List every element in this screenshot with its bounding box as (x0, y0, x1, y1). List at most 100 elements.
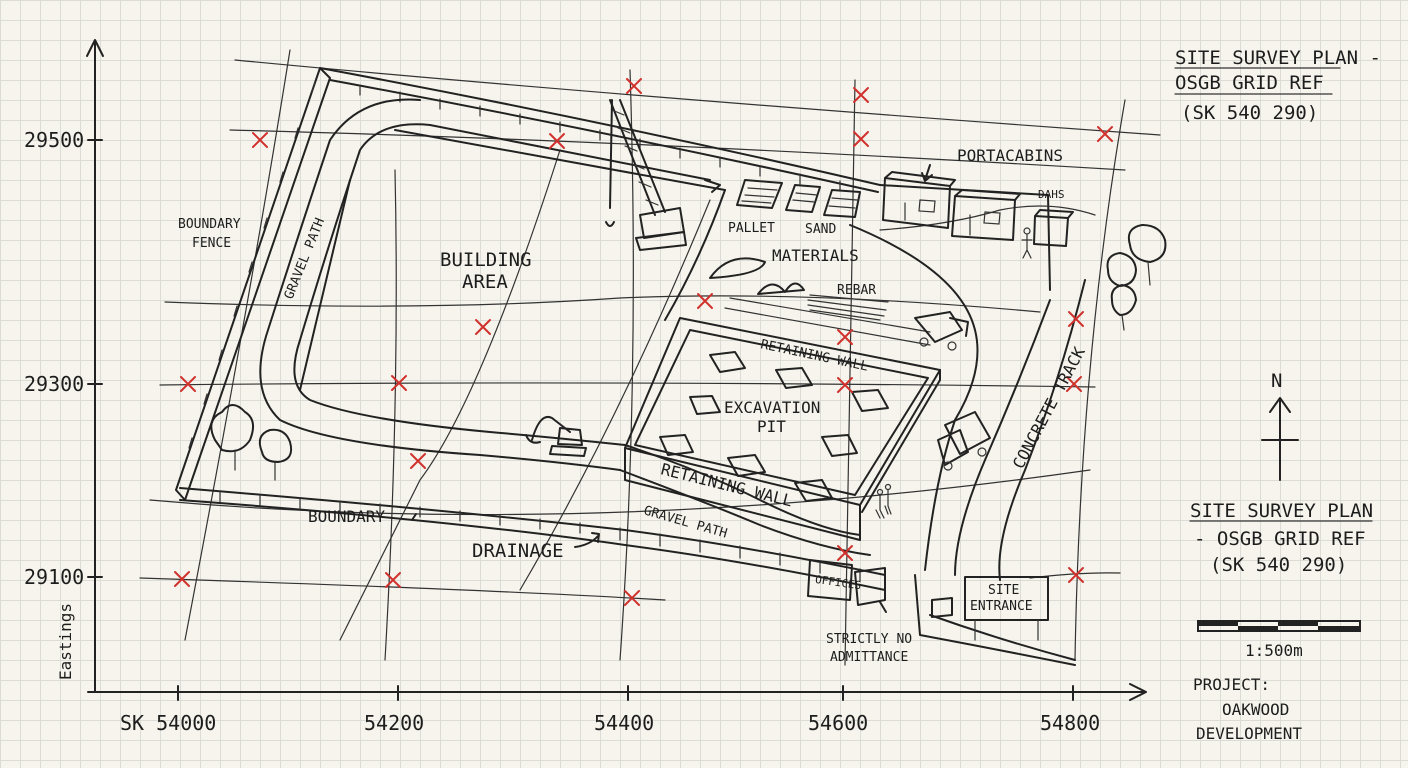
grid-line (234, 59, 1161, 136)
y-tick-label: 29100 (24, 565, 84, 589)
concrete-track-edge (954, 299, 1051, 576)
concrete-track-edge (998, 279, 1086, 581)
warning-sign (931, 597, 953, 618)
tower-crane-icon (605, 99, 687, 251)
y-axis-label: Eastings (56, 603, 75, 680)
rebar-label: REBAR (837, 283, 876, 298)
survey-marker-icon (1068, 567, 1084, 583)
site-entrance-sign (964, 576, 1049, 621)
site-hut-icon (1033, 209, 1074, 247)
survey-markers (174, 78, 1113, 606)
site-roads (849, 205, 1096, 581)
survey-marker-icon (697, 293, 713, 309)
title-block-top: SITE SURVEY PLAN - OSGB GRID REF (SK 540… (1174, 47, 1381, 124)
north-arrow: N (1261, 370, 1299, 481)
pit-wall-side (861, 369, 941, 513)
tree-trunk (1121, 314, 1125, 331)
path-arrow-icon (704, 179, 721, 193)
lorry-icon (937, 411, 991, 466)
pallet-icon (785, 184, 821, 213)
x-tick-label: SK 54000 (120, 711, 216, 735)
title-block-bottom: SITE SURVEY PLAN - OSGB GRID REF (SK 540… (1189, 500, 1373, 576)
grid-line (519, 199, 711, 591)
tree-icon (1110, 284, 1137, 316)
gravel-path-south-outer (619, 469, 871, 556)
worker-head (884, 483, 892, 491)
boundary-fence-label: FENCE (192, 236, 231, 251)
sand-label: SAND (805, 222, 836, 237)
survey-marker-icon (180, 376, 196, 392)
gravel-path-inner (293, 123, 626, 446)
dump-truck-icon (914, 311, 969, 343)
no-admittance-label: ADMITTANCE (830, 650, 908, 665)
north-arrow-icon (1261, 397, 1299, 481)
materials-label: MATERIALS (772, 246, 859, 265)
gate-west (854, 567, 886, 606)
crane-jib (609, 99, 656, 216)
grid-line (1074, 99, 1126, 661)
fence-posts (188, 81, 316, 449)
scale-bar: 1:500m (1197, 620, 1361, 660)
pit-footing (821, 434, 858, 457)
pit-footing (794, 479, 833, 502)
fence-south-inner (179, 499, 886, 591)
fence-south-east-inner (929, 614, 1076, 661)
gravel-path-top (429, 124, 711, 181)
title-line: (SK 540 290) (1210, 554, 1347, 576)
pallet-label: PALLET (728, 221, 775, 236)
rebar-bundle-icon (807, 294, 889, 321)
survey-marker-icon (549, 133, 565, 149)
portacabin-door (969, 211, 1001, 236)
x-axis-arrow-icon (1129, 683, 1147, 701)
grid-line (619, 69, 634, 661)
title-line: - OSGB GRID REF (1194, 528, 1366, 550)
crane-jib (619, 99, 666, 213)
boundary-label: BOUNDARY (308, 507, 385, 526)
yard-edge (879, 205, 1096, 231)
survey-marker-icon (391, 375, 407, 391)
title-line: SITE SURVEY PLAN - (1175, 47, 1381, 69)
fence-posts (219, 491, 861, 582)
gravel-path-outer (259, 98, 621, 471)
title-line: (SK 540 290) (1181, 102, 1318, 124)
scale-bar-segment (1278, 621, 1318, 626)
fence-north-east (879, 184, 1051, 291)
worker-figure-icon (1021, 233, 1033, 259)
site-entrance-label: SITE (988, 583, 1019, 598)
excavation-pit-label: EXCAVATION (724, 398, 820, 417)
excavation-pit (624, 317, 941, 541)
survey-marker-icon (837, 377, 853, 393)
grid-line (339, 149, 561, 641)
title-line: SITE SURVEY PLAN (1190, 500, 1373, 522)
portacabins-label: PORTACABINS (957, 146, 1063, 165)
pit-footing (775, 367, 813, 389)
grid-line (159, 382, 1096, 388)
plot-edge (394, 129, 726, 191)
boundary-fence (175, 67, 1076, 666)
grid-line (384, 169, 397, 661)
tree-icon (210, 404, 255, 453)
pit-inner-outline (634, 329, 929, 496)
project-name: DEVELOPMENT (1196, 724, 1302, 743)
pallet-icon (736, 179, 783, 209)
y-tick-label: 29300 (24, 372, 84, 396)
no-admittance-leader (879, 601, 887, 613)
survey-marker-icon (385, 572, 401, 588)
north-label: N (1271, 370, 1282, 392)
sand-pile-icon (757, 282, 805, 295)
crane-hook-icon (605, 99, 615, 227)
y-tick-label: 29500 (24, 128, 84, 152)
grid-line (139, 577, 666, 601)
sand-bag-lines (828, 197, 858, 209)
materials-edge (724, 297, 931, 346)
project-name: OAKWOOD (1222, 700, 1289, 719)
dahs-label: DAHS (1038, 188, 1065, 201)
excavator-bucket (525, 434, 541, 444)
fence-south (179, 487, 886, 576)
survey-marker-icon (626, 78, 642, 94)
worker-figures (875, 489, 892, 519)
scale-bar-segment (1318, 626, 1360, 631)
gravel-path (259, 98, 871, 556)
tree-trunk (1147, 261, 1151, 286)
tree-icon (1127, 224, 1167, 263)
